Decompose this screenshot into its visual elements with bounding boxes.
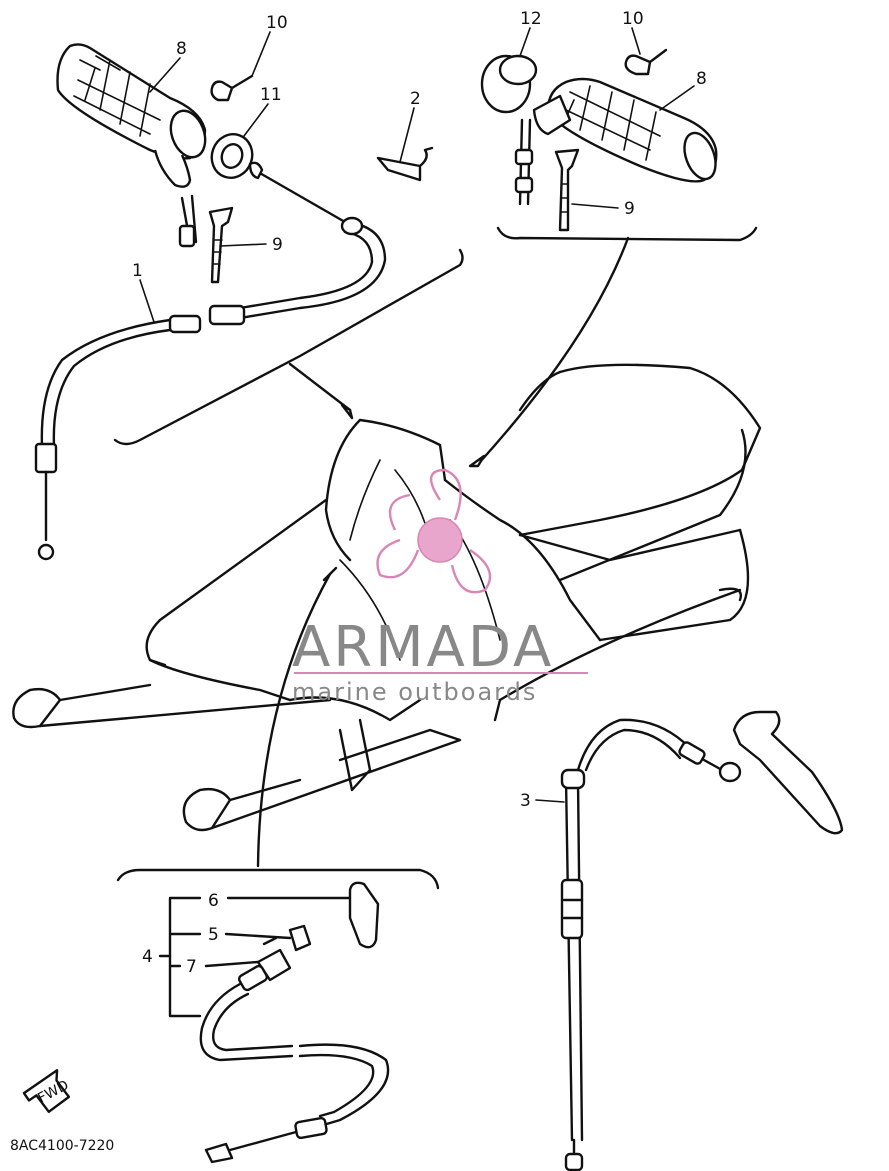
left-pointer-arrow (340, 403, 354, 420)
watermark-hub (417, 517, 463, 563)
callout-10-left: 10 (266, 13, 288, 33)
callout-4: 4 (142, 947, 153, 967)
lower-bracket-line (116, 868, 440, 890)
brake-cable-3 (560, 718, 742, 1171)
callout-11: 11 (260, 85, 282, 105)
callout-8-left: 8 (176, 39, 187, 59)
left-bracket-line (113, 248, 464, 446)
callout-10-right: 10 (622, 9, 644, 29)
part-code: 8AC4100-7220 (10, 1138, 114, 1154)
watermark-rule (294, 672, 588, 674)
callout-7: 7 (186, 957, 197, 977)
callout-3: 3 (520, 791, 531, 811)
left-pointer-line (288, 362, 352, 412)
watermark: ARMADA marine outboards (292, 468, 588, 706)
callout-1: 1 (132, 261, 143, 281)
left-grip-assembly (56, 43, 434, 284)
lower-pointer-arrow (322, 566, 338, 582)
switch-group-4 (158, 881, 390, 1164)
callout-8-right: 8 (696, 69, 707, 89)
snowmobile-body (12, 363, 762, 832)
right-grip-assembly (480, 48, 718, 232)
callout-12: 12 (520, 9, 542, 29)
right-bracket-line (496, 226, 758, 242)
brake-lever (732, 710, 844, 835)
callouts: 10 8 11 2 9 1 12 10 8 9 3 6 5 4 7 (132, 9, 707, 977)
callout-9-right: 9 (624, 199, 635, 219)
right-pointer-arrow (468, 454, 486, 468)
callout-9-left: 9 (272, 235, 283, 255)
watermark-brand: ARMADA (292, 615, 554, 680)
callout-5: 5 (208, 925, 219, 945)
lower-pointer-line (256, 572, 332, 868)
right-pointer-line (478, 236, 630, 464)
callout-2: 2 (410, 89, 421, 109)
callout-6: 6 (208, 891, 219, 911)
watermark-tagline: marine outboards (292, 678, 537, 706)
fwd-arrow: FWD (22, 1069, 72, 1114)
throttle-cable-1 (34, 216, 387, 561)
